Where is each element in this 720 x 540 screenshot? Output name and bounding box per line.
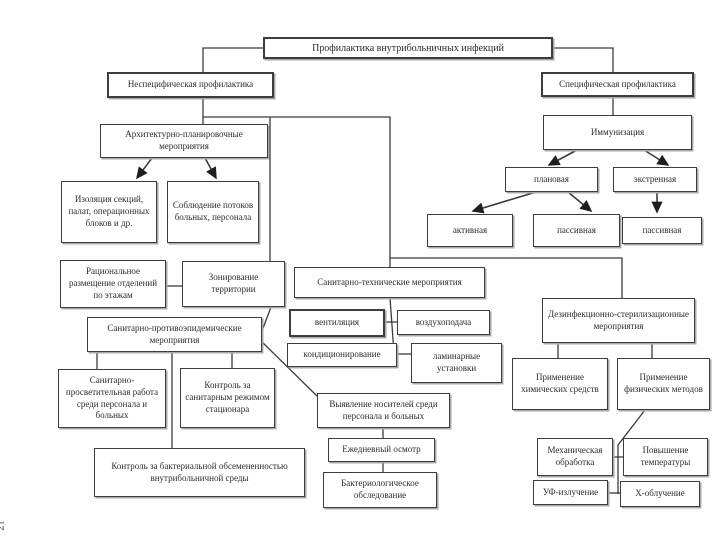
connector-arrow <box>547 149 578 166</box>
node-san-education: Санитарно-просветительная работа среди п… <box>58 369 166 428</box>
node-specific: Специфическая профилактика <box>541 72 694 97</box>
node-planned: плановая <box>505 167 598 192</box>
node-immunization: Иммунизация <box>543 115 692 150</box>
node-nonspecific: Неспецифическая профилактика <box>107 72 274 98</box>
node-x-ray: Х-облучение <box>620 481 700 507</box>
connector-line <box>202 47 263 72</box>
node-daily-exam: Ежедневный осмотр <box>328 438 435 462</box>
node-physical: Применение физических методов <box>617 358 710 410</box>
connector-arrow <box>204 157 217 180</box>
node-rational-placement: Рациональное размещение отделений по эта… <box>60 260 166 308</box>
connector-line <box>553 47 614 72</box>
node-air-supply: воздухоподача <box>397 310 490 335</box>
node-passive-1: пассивная <box>533 214 620 247</box>
node-isolation: Изоляция секций, палат, операционных бло… <box>61 181 157 243</box>
node-laminar: ламинарные установки <box>411 343 502 383</box>
node-zoning: Зонирование территории <box>182 261 285 307</box>
node-emergency: экстренная <box>613 167 697 192</box>
connector-line <box>203 116 391 267</box>
node-san-epid: Санитарно-противоэпидемические мероприят… <box>87 317 262 352</box>
node-chemical: Применение химических средств <box>512 358 608 410</box>
node-architectural: Архитектурно-планировочные мероприятия <box>100 124 268 158</box>
connector-line <box>617 409 646 494</box>
node-temperature: Повышение температуры <box>623 438 708 476</box>
node-bact-control: Контроль за бактериальной обсемененность… <box>94 448 305 497</box>
node-root: Профилактика внутрибольничных инфекций <box>263 37 553 59</box>
connector-arrow <box>567 191 593 213</box>
node-active: активная <box>427 214 513 247</box>
node-san-regime: Контроль за санитарным режимом стационар… <box>180 368 275 428</box>
node-passive-2: пассивная <box>622 217 702 244</box>
connector-arrow <box>136 157 153 180</box>
node-conditioning: кондиционирование <box>287 343 397 367</box>
node-bact-exam: Бактериологическое обследование <box>323 472 437 508</box>
node-uv: УФ-излучение <box>533 480 608 505</box>
node-carriers: Выявление носителей среди персонала и бо… <box>317 393 450 428</box>
node-san-tech: Санитарно-технические мероприятия <box>294 267 485 298</box>
node-mechanical: Механическая обработка <box>537 438 613 476</box>
node-patient-flows: Соблюдение потоков больных, персонала <box>167 181 259 243</box>
node-ventilation: вентиляция <box>289 309 385 337</box>
node-disinfection: Дезинфекционно-стерилизационные мероприя… <box>542 298 695 343</box>
page-number: 21 <box>0 520 7 531</box>
connector-arrow <box>471 191 537 214</box>
connector-line <box>390 257 623 298</box>
connector-arrow <box>643 149 670 166</box>
